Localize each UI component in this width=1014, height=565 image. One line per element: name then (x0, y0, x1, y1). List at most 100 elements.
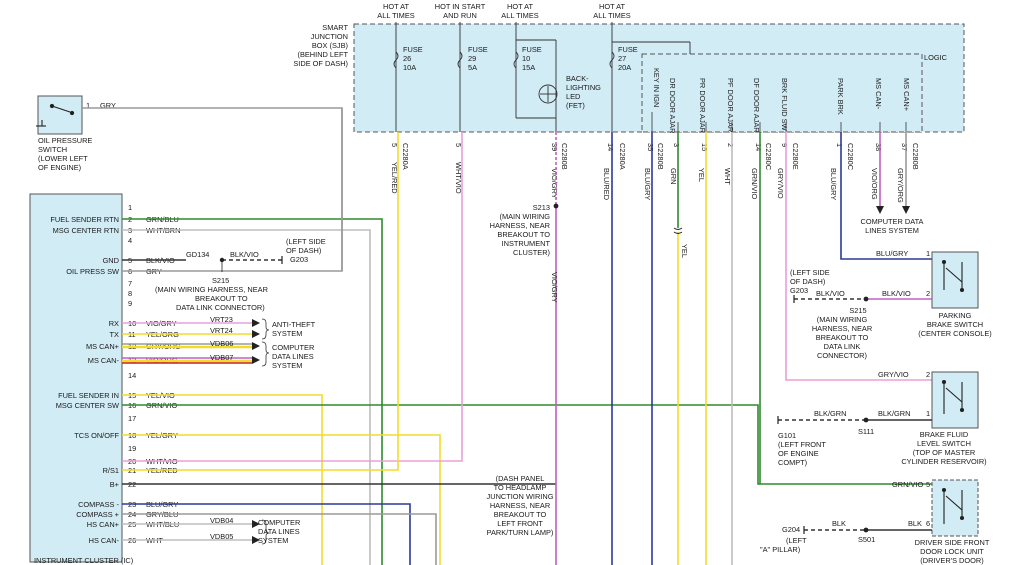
svg-text:GRY/VIO: GRY/VIO (878, 370, 909, 379)
ic-pin-name: B+ (110, 480, 119, 489)
svg-text:FUSE: FUSE (468, 45, 488, 54)
svg-text:C2280B: C2280B (560, 143, 569, 170)
instrument-cluster (29, 193, 123, 563)
splice-s213-dot (553, 203, 559, 209)
svg-text:GRY/VIO: GRY/VIO (776, 168, 785, 199)
svg-text:TO HEADLAMP: TO HEADLAMP (494, 483, 547, 492)
svg-text:(LEFT FRONT: (LEFT FRONT (778, 440, 826, 449)
parking-brake-switch (931, 251, 979, 309)
svg-text:HOT IN START: HOT IN START (435, 2, 486, 11)
fuse-labels: FUSE 26 10A FUSE 29 5A FUSE 10 15A FUSE … (403, 45, 638, 72)
svg-text:CONNECTOR): CONNECTOR) (817, 351, 867, 360)
svg-text:27: 27 (618, 54, 626, 63)
ground-g101: G101 (LEFT FRONT OF ENGINE COMPT) (778, 431, 826, 467)
svg-text:CYLINDER RESERVOIR): CYLINDER RESERVOIR) (901, 457, 986, 466)
svg-text:VDB04: VDB04 (210, 516, 233, 525)
svg-text:BREAKOUT TO: BREAKOUT TO (195, 294, 248, 303)
svg-text:3: 3 (672, 143, 681, 147)
svg-text:37: 37 (900, 143, 909, 151)
svg-text:YEL/RED: YEL/RED (390, 162, 399, 194)
svg-text:14: 14 (754, 143, 763, 151)
svg-text:PARK BRK: PARK BRK (836, 78, 845, 115)
svg-text:(BEHIND LEFT: (BEHIND LEFT (297, 50, 348, 59)
ground-g204: G204 (LEFT "A" PILLAR) (760, 525, 807, 554)
ic-pin-name: OIL PRESS SW (66, 267, 119, 276)
svg-text:BREAKOUT TO: BREAKOUT TO (497, 230, 550, 239)
svg-text:S213: S213 (533, 203, 550, 212)
svg-text:COMPUTER: COMPUTER (258, 518, 300, 527)
svg-text:ANTI-THEFT: ANTI-THEFT (272, 320, 316, 329)
svg-text:(MAIN WIRING HARNESS, NEAR: (MAIN WIRING HARNESS, NEAR (155, 285, 268, 294)
svg-text:(DRIVER'S DOOR): (DRIVER'S DOOR) (920, 556, 983, 565)
svg-text:DATA LINES: DATA LINES (258, 527, 300, 536)
svg-text:(LOWER LEFT: (LOWER LEFT (38, 154, 88, 163)
arrow-icons (252, 319, 260, 544)
svg-text:BRAKE SWITCH: BRAKE SWITCH (927, 320, 983, 329)
svg-text:(FET): (FET) (566, 101, 585, 110)
svg-text:9: 9 (780, 143, 789, 147)
svg-text:JUNCTION WIRING: JUNCTION WIRING (487, 492, 554, 501)
svg-text:DATA LINES: DATA LINES (272, 352, 314, 361)
door-lock-unit (931, 479, 979, 537)
svg-text:C2280E: C2280E (791, 143, 800, 170)
ic-pin-number: 4 (128, 236, 132, 245)
svg-text:COMPT): COMPT) (778, 458, 807, 467)
svg-text:BLU/GRY: BLU/GRY (643, 168, 652, 200)
svg-text:LIGHTING: LIGHTING (566, 83, 601, 92)
ic-pin-name: FUEL SENDER RTN (50, 215, 119, 224)
svg-text:C2280B: C2280B (911, 143, 920, 170)
svg-text:HOT AT: HOT AT (507, 2, 533, 11)
svg-text:BLK/VIO: BLK/VIO (882, 289, 911, 298)
brake-fluid-level-switch (931, 371, 979, 429)
backlighting-label: BACK- LIGHTING LED (FET) (566, 74, 601, 110)
ic-pin-name: MSG CENTER SW (56, 401, 119, 410)
svg-text:COMPUTER DATA: COMPUTER DATA (861, 217, 924, 226)
svg-text:PR DOOR AJAR: PR DOOR AJAR (698, 78, 707, 133)
svg-text:ALL TIMES: ALL TIMES (593, 11, 630, 20)
svg-text:OF DASH): OF DASH) (790, 277, 825, 286)
svg-text:5: 5 (926, 480, 930, 489)
ic-wires (82, 107, 932, 565)
svg-text:10A: 10A (403, 63, 416, 72)
svg-text:SMART: SMART (322, 23, 348, 32)
svg-text:HARNESS, NEAR: HARNESS, NEAR (490, 221, 550, 230)
svg-text:(MAIN WIRING: (MAIN WIRING (500, 212, 551, 221)
svg-text:DR DOOR AJAR: DR DOOR AJAR (668, 78, 677, 133)
svg-text:VIO/GRY: VIO/GRY (550, 272, 559, 303)
svg-text:SIDE OF DASH): SIDE OF DASH) (293, 59, 348, 68)
power-labels: HOT AT ALL TIMES HOT IN START AND RUN HO… (377, 2, 630, 20)
svg-text:26: 26 (403, 54, 411, 63)
svg-text:GRN: GRN (669, 168, 678, 184)
switch-icon (941, 259, 965, 293)
svg-text:DRIVER SIDE FRONT: DRIVER SIDE FRONT (915, 538, 990, 547)
svg-text:2: 2 (726, 143, 735, 147)
ic-pin-name: HS CAN- (89, 536, 120, 545)
ic-pin-name: MS CAN+ (86, 342, 119, 351)
svg-text:BLK/VIO: BLK/VIO (816, 289, 845, 298)
svg-text:WHT/VIO: WHT/VIO (454, 162, 463, 194)
brake-fluid-label: BRAKE FLUID LEVEL SWITCH (TOP OF MASTER … (901, 430, 986, 466)
svg-text:BLK/VIO: BLK/VIO (230, 250, 259, 259)
svg-text:(LEFT SIDE: (LEFT SIDE (286, 237, 326, 246)
svg-text:PARK/TURN LAMP): PARK/TURN LAMP) (487, 528, 554, 537)
svg-text:(LEFT SIDE: (LEFT SIDE (790, 268, 830, 277)
svg-text:1: 1 (86, 101, 90, 110)
svg-text:1: 1 (926, 249, 930, 258)
svg-text:VRT23: VRT23 (210, 315, 233, 324)
ic-pin-name: R/S1 (103, 466, 119, 475)
svg-text:ALL TIMES: ALL TIMES (377, 11, 414, 20)
svg-text:S215: S215 (212, 276, 229, 285)
ic-pin-number: 8 (128, 289, 132, 298)
ic-circuit-labels: VRT23 VRT24 VDB06 VDB07 ANTI-THEFT SYSTE… (210, 315, 316, 545)
sjb-pin-labels: 5 C2280A YEL/RED 5 WHT/VIO 39 C2280B VIO… (390, 143, 920, 203)
svg-text:FUSE: FUSE (403, 45, 423, 54)
svg-text:HARNESS, NEAR: HARNESS, NEAR (812, 324, 872, 333)
svg-text:MS CAN-: MS CAN- (874, 78, 883, 110)
svg-text:YEL: YEL (680, 244, 689, 258)
switch-icon (941, 379, 965, 414)
svg-text:6: 6 (926, 519, 930, 528)
svg-text:BLK/GRN: BLK/GRN (878, 409, 910, 418)
svg-text:39: 39 (550, 143, 559, 151)
ground-g203-right: (LEFT SIDE OF DASH) G203 (790, 268, 830, 295)
